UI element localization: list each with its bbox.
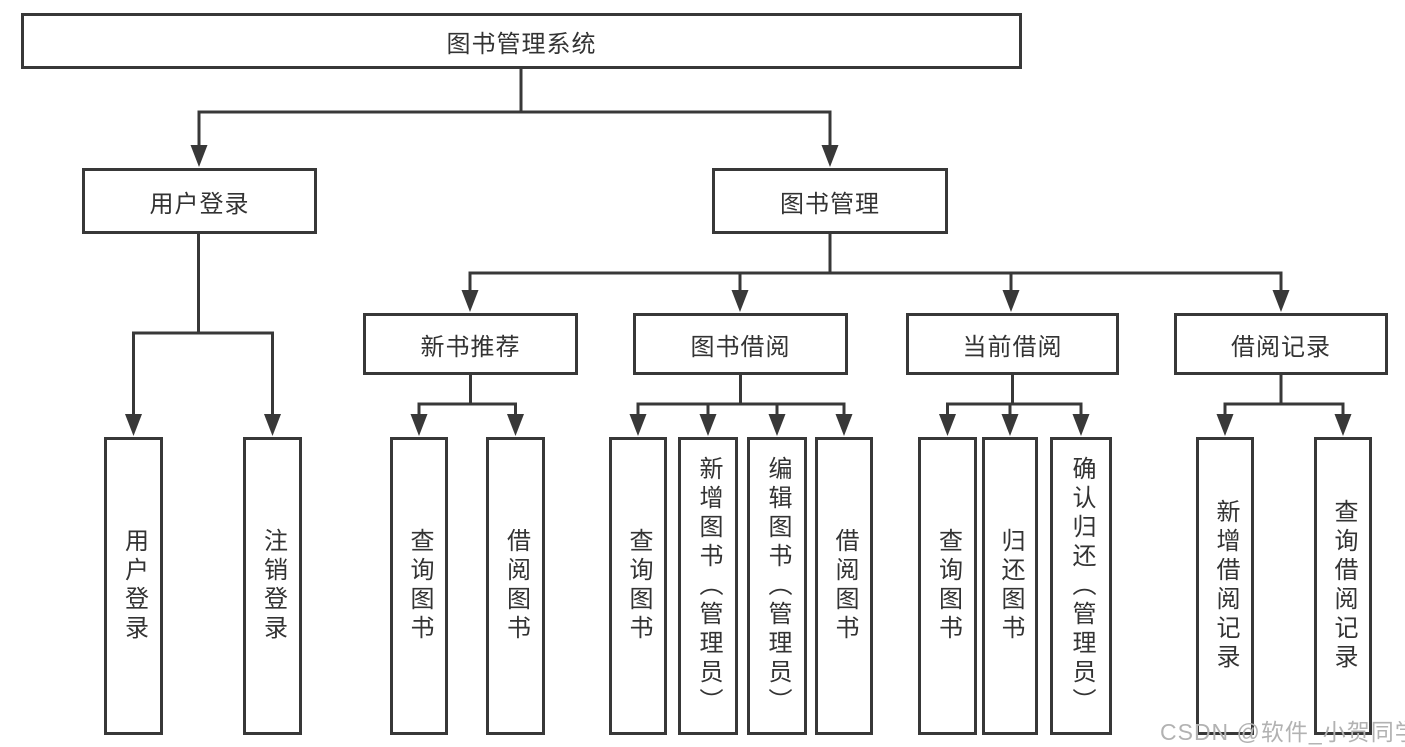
node-label: 新书推荐 [420, 333, 521, 361]
leaf-label: 借阅图书 [502, 528, 530, 644]
leaf-confirm-return-admin: 确认归还（管理员） [1050, 437, 1112, 735]
node-label: 借阅记录 [1231, 333, 1331, 361]
leaf-label: 新增图书（管理员） [695, 455, 722, 717]
leaf-logout: 注销登录 [243, 437, 302, 735]
node-book-management: 图书管理 [712, 168, 948, 234]
leaf-query-books-borrow: 查询图书 [609, 437, 667, 735]
csdn-watermark: CSDN @软件_小贺同学 [1160, 719, 1405, 745]
node-book-borrow: 图书借阅 [633, 313, 848, 375]
leaf-label: 确认归还（管理员） [1068, 455, 1095, 717]
node-label: 图书管理 [780, 190, 880, 218]
leaf-label: 注销登录 [259, 528, 287, 644]
node-label: 当前借阅 [962, 333, 1063, 361]
leaf-label: 借阅图书 [831, 528, 858, 644]
leaf-query-books-recommend: 查询图书 [390, 437, 448, 735]
node-borrow-records: 借阅记录 [1174, 313, 1388, 375]
node-library-management-system: 图书管理系统 [21, 13, 1022, 69]
leaf-borrow-books-recommend: 借阅图书 [486, 437, 545, 735]
node-label: 图书管理系统 [446, 30, 597, 58]
leaf-label: 查询图书 [625, 528, 652, 644]
leaf-query-books-current: 查询图书 [918, 437, 977, 735]
leaf-user-login: 用户登录 [104, 437, 163, 735]
node-current-borrow: 当前借阅 [906, 313, 1119, 375]
node-label: 用户登录 [149, 190, 250, 218]
leaf-label: 查询图书 [934, 528, 962, 644]
node-label: 图书借阅 [690, 333, 791, 361]
node-user-login: 用户登录 [82, 168, 317, 234]
leaf-label: 查询图书 [406, 528, 433, 644]
leaf-borrow-books: 借阅图书 [815, 437, 873, 735]
leaf-add-books-admin: 新增图书（管理员） [678, 437, 738, 735]
leaf-add-borrow-record: 新增借阅记录 [1196, 437, 1254, 735]
leaf-return-books: 归还图书 [982, 437, 1038, 735]
node-new-book-recommend: 新书推荐 [363, 313, 578, 375]
leaf-label: 编辑图书（管理员） [764, 455, 791, 717]
leaf-label: 归还图书 [997, 528, 1024, 644]
leaf-label: 用户登录 [120, 528, 148, 644]
leaf-edit-books-admin: 编辑图书（管理员） [747, 437, 807, 735]
leaf-query-borrow-record: 查询借阅记录 [1314, 437, 1372, 735]
leaf-label: 新增借阅记录 [1212, 499, 1239, 673]
leaf-label: 查询借阅记录 [1330, 499, 1357, 673]
